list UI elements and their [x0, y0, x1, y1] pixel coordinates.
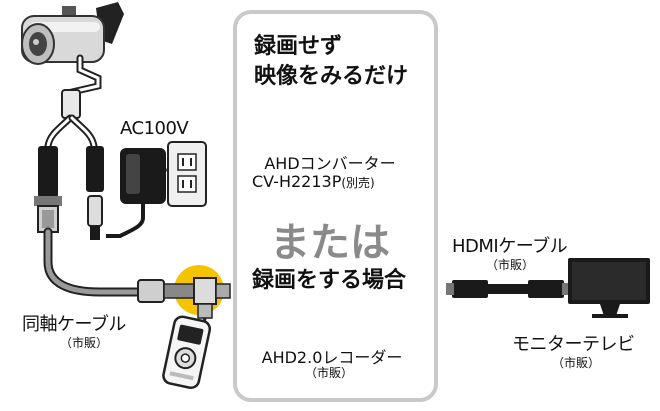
ac-power-label: AC100V: [120, 118, 189, 139]
hdmi-cable-icon: [446, 280, 570, 298]
ac-adapter-icon: [106, 148, 176, 238]
converter-note: (別売): [341, 176, 375, 190]
power-plug-icon: [86, 146, 104, 240]
record-case-heading: 録画をする場合: [252, 268, 407, 293]
camera-icon: [21, 2, 124, 65]
converter-model: CV-H2213P: [252, 172, 342, 191]
coax-cable-label: 同軸ケーブル: [22, 314, 126, 335]
output-options-panel: [233, 10, 438, 402]
converter-name: AHDコンバーター: [264, 154, 396, 173]
hdmi-cable-label: HDMIケーブル: [452, 236, 568, 257]
coax-cable-note: （市販）: [60, 336, 109, 350]
no-record-heading-line2: 映像をみるだけ: [254, 64, 409, 89]
bnc-splitter-icon: [137, 277, 231, 319]
recorder-note: （市販）: [305, 366, 354, 380]
converter-model-line: CV-H2213P(別売): [252, 172, 375, 191]
or-text: または: [270, 220, 390, 266]
hdmi-cable-note: （市販）: [486, 258, 535, 272]
monitor-tv-label: モニターテレビ: [512, 334, 635, 355]
remote-control-icon: [162, 315, 212, 390]
monitor-tv-note: （市販）: [552, 356, 601, 370]
monitor-icon: [568, 258, 650, 318]
no-record-heading-line1: 録画せず: [254, 34, 343, 59]
power-outlet-icon: [167, 141, 207, 207]
recorder-name: AHD2.0レコーダー: [261, 348, 403, 367]
bnc-connector-icon: [34, 146, 62, 233]
